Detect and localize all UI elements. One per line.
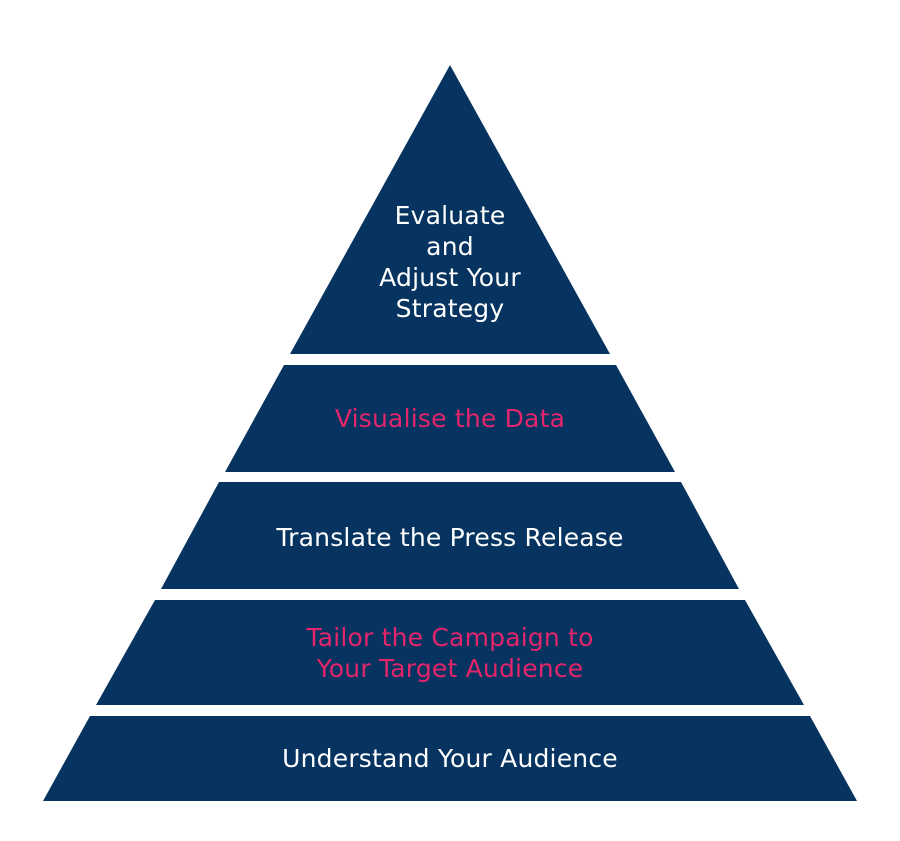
tier-understand-line: Understand Your Audience — [282, 744, 618, 773]
tier-evaluate-line: Evaluate — [394, 201, 506, 230]
tier-tailor-label: Tailor the Campaign to Your Target Audie… — [0, 622, 900, 684]
tier-understand-label: Understand Your Audience — [0, 743, 900, 774]
tier-tailor-line: Tailor the Campaign to — [306, 623, 594, 652]
tier-visualise-line: Visualise the Data — [334, 404, 566, 433]
tier-tailor-line: Your Target Audience — [316, 654, 584, 683]
tier-tailor-shape — [96, 600, 804, 705]
tier-translate-line: Translate the Press Release — [276, 523, 624, 552]
tier-evaluate-line: and — [426, 232, 474, 261]
tier-evaluate-line: Adjust Your — [379, 263, 521, 292]
tier-visualise-label: Visualise the Data — [0, 403, 900, 434]
tier-visualise-shape — [225, 365, 675, 472]
tier-translate-label: Translate the Press Release — [0, 522, 900, 553]
tier-translate-shape — [161, 482, 739, 589]
tier-evaluate-line: Strategy — [395, 294, 505, 323]
tier-evaluate-shape — [290, 65, 610, 354]
tier-evaluate-label: Evaluate and Adjust Your Strategy — [0, 200, 900, 324]
tier-understand-shape — [43, 716, 857, 801]
